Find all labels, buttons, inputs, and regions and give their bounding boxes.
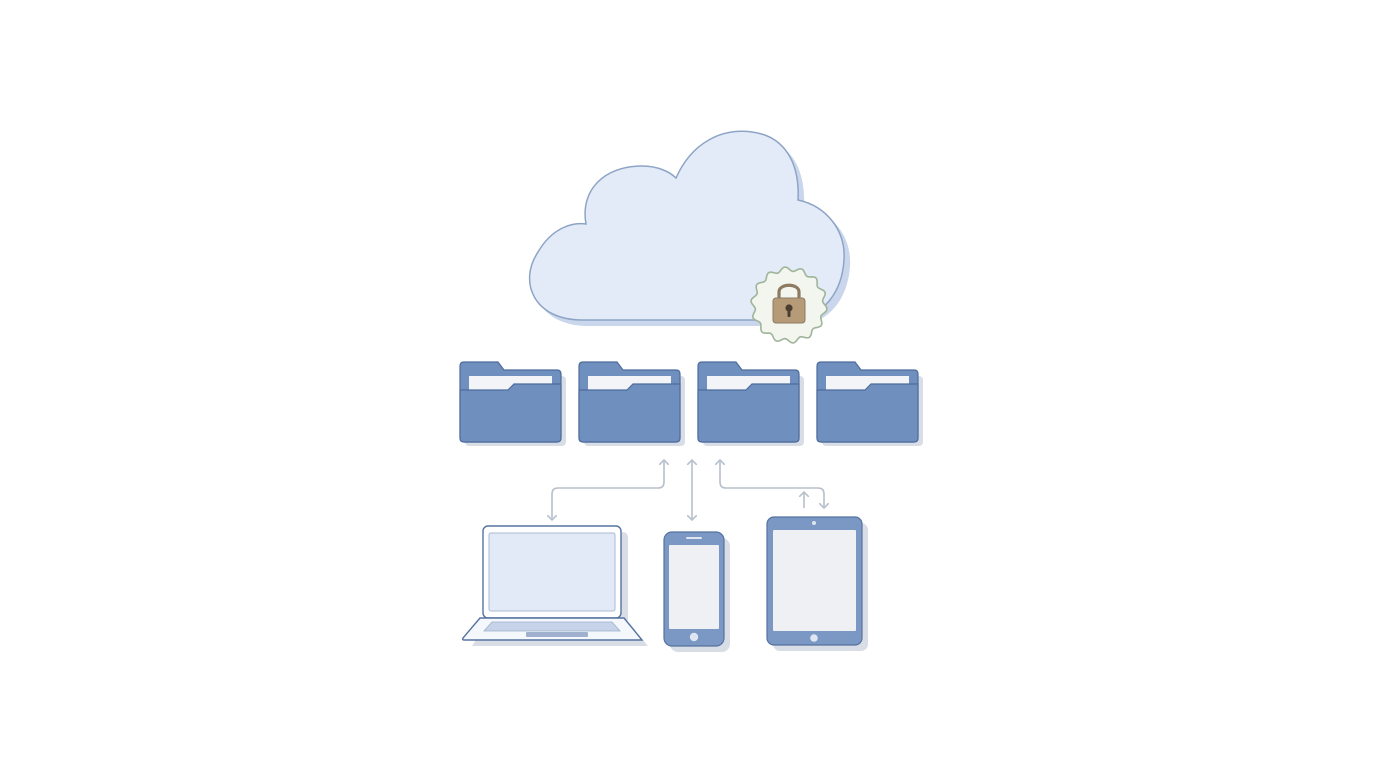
lock-shackle — [777, 283, 801, 300]
folder-front — [459, 383, 562, 443]
phone-speaker — [686, 537, 702, 539]
folder-icon — [697, 361, 804, 446]
laptop-touchpad — [526, 632, 588, 637]
folder-icon — [816, 361, 923, 446]
folder-front — [697, 383, 800, 443]
sync-arrow-tablet — [720, 460, 824, 508]
sync-arrows — [552, 460, 824, 520]
padlock-badge-icon — [750, 266, 828, 344]
phone-home-button — [689, 632, 699, 642]
lock-keyhole-slot — [787, 309, 791, 317]
tablet-camera — [812, 521, 816, 525]
folder-icon — [459, 361, 566, 446]
lock-keyhole — [785, 304, 793, 312]
sync-arrow-laptop — [552, 460, 664, 520]
tablet-screen — [773, 530, 856, 631]
tablet-icon — [766, 516, 868, 651]
cloud-body — [528, 130, 845, 321]
laptop-keyboard — [483, 621, 621, 632]
folder-icon — [578, 361, 685, 446]
folder-front — [816, 383, 919, 443]
folder-row — [459, 361, 923, 446]
tablet-home-button — [810, 634, 818, 642]
laptop-screen — [488, 532, 616, 612]
laptop-icon — [461, 525, 648, 646]
smartphone-icon — [663, 531, 730, 652]
phone-screen — [669, 545, 719, 629]
folder-front — [578, 383, 681, 443]
